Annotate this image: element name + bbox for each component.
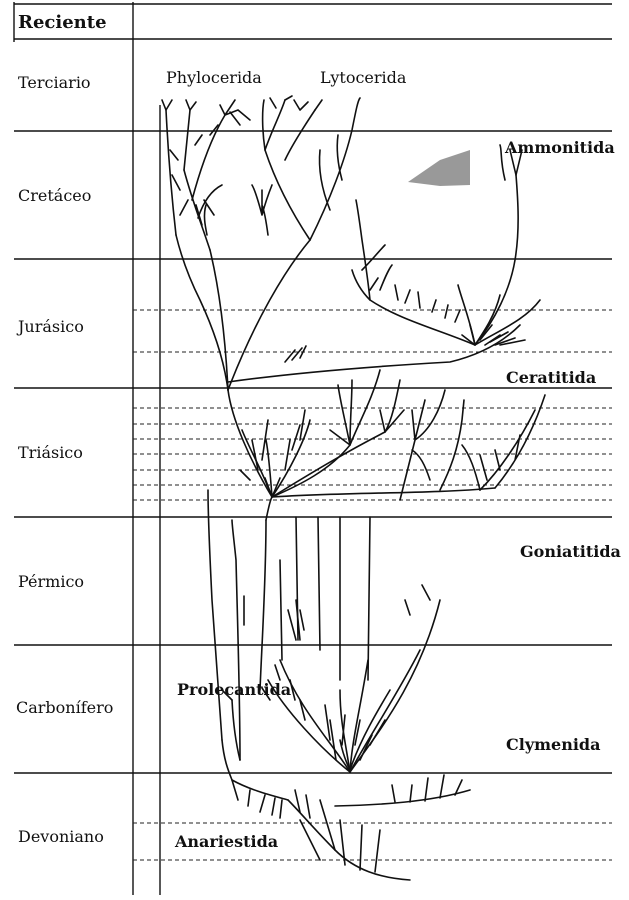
branch bbox=[288, 585, 430, 640]
branch bbox=[228, 240, 310, 390]
period-devoniano: Devoniano bbox=[18, 827, 104, 846]
branch bbox=[475, 300, 540, 345]
branch bbox=[166, 110, 176, 235]
branch bbox=[252, 185, 272, 235]
branch bbox=[285, 346, 306, 362]
branch bbox=[310, 98, 360, 240]
branch bbox=[368, 517, 370, 680]
period-triasico: Triásico bbox=[18, 443, 83, 462]
branch bbox=[335, 790, 470, 806]
label-prolecantida: Prolecantida bbox=[177, 680, 291, 699]
branch bbox=[228, 325, 520, 382]
period-terciario: Terciario bbox=[18, 73, 91, 92]
label-clymenida: Clymenida bbox=[506, 735, 600, 754]
branch bbox=[270, 96, 322, 110]
branch bbox=[208, 490, 222, 740]
label-ceratitida: Ceratitida bbox=[506, 368, 596, 387]
branch bbox=[392, 775, 462, 802]
label-goniatitida: Goniatitida bbox=[520, 542, 621, 561]
branch bbox=[440, 400, 480, 490]
label-anariestida: Anariestida bbox=[174, 832, 278, 851]
branch bbox=[362, 245, 460, 322]
period-carbonifero: Carbonífero bbox=[16, 698, 113, 717]
shaded-mark bbox=[408, 150, 470, 186]
branch bbox=[162, 100, 196, 110]
branch bbox=[204, 205, 207, 235]
branch bbox=[192, 115, 225, 200]
branch bbox=[232, 780, 282, 818]
branch bbox=[222, 740, 232, 780]
period-permico: Pérmico bbox=[18, 572, 84, 591]
header-reciente: Reciente bbox=[18, 12, 107, 33]
branch bbox=[220, 100, 250, 125]
branch bbox=[352, 270, 475, 345]
branch bbox=[232, 780, 288, 800]
period-cretaceo: Cretáceo bbox=[18, 186, 91, 205]
branch bbox=[350, 650, 420, 772]
phylogenetic-tree bbox=[162, 96, 545, 880]
branch bbox=[272, 488, 495, 497]
branch bbox=[480, 395, 545, 490]
branch bbox=[400, 390, 445, 500]
label-phylocerida: Phylocerida bbox=[166, 68, 262, 87]
branch bbox=[210, 250, 228, 390]
branch bbox=[184, 110, 190, 170]
branch bbox=[176, 235, 228, 390]
label-ammonitida: Ammonitida bbox=[504, 138, 615, 157]
branch bbox=[170, 125, 218, 225]
branch bbox=[260, 520, 266, 690]
period-jurasico: Jurásico bbox=[16, 317, 84, 336]
branch bbox=[198, 185, 222, 218]
label-lytocerida: Lytocerida bbox=[320, 68, 407, 87]
branch bbox=[285, 110, 315, 160]
branch bbox=[263, 100, 310, 240]
branch bbox=[318, 517, 320, 650]
period-labels: Reciente Terciario Cretáceo Jurásico Tri… bbox=[16, 12, 113, 846]
branch bbox=[475, 175, 518, 345]
branch bbox=[288, 800, 410, 880]
